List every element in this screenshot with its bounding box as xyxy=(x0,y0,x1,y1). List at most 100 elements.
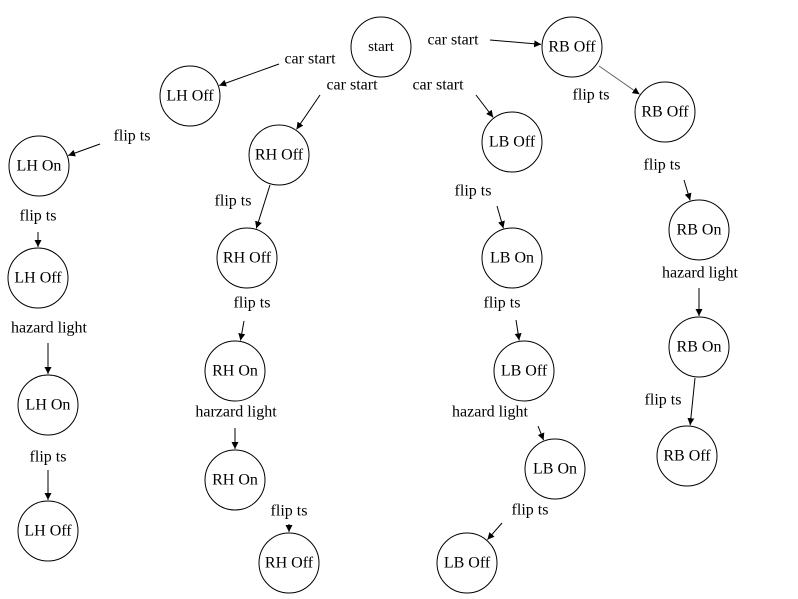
edge-arrow xyxy=(537,425,545,441)
state-label: LH Off xyxy=(24,523,72,540)
edge-start-to-rh_off_1 xyxy=(296,94,321,130)
edge-label-lb_on_2-to-lb_off_3: flip ts xyxy=(512,502,549,519)
state-node-start: start xyxy=(350,16,412,78)
edge-lb_on_1-to-lb_off_2 xyxy=(514,319,522,341)
state-label: LB Off xyxy=(489,134,536,151)
state-label: LH Off xyxy=(166,88,214,105)
state-circle xyxy=(668,316,730,378)
state-label: LH On xyxy=(17,158,62,175)
state-label: RB Off xyxy=(663,448,711,465)
state-circle xyxy=(350,16,412,78)
edge-arrow xyxy=(683,179,692,201)
edge-label-start-to-rh_off_1: car start xyxy=(326,77,378,94)
state-node-rh-on-1: RH On xyxy=(204,340,266,402)
edge-label-rh_off_2-to-rh_on_1: flip ts xyxy=(234,295,271,312)
state-node-rh-on-2: RH On xyxy=(204,449,266,511)
edges xyxy=(34,39,703,540)
edge-arrow xyxy=(255,184,271,229)
state-node-lb-on-2: LB On xyxy=(524,438,586,500)
state-circle xyxy=(258,532,320,594)
state-circle xyxy=(436,532,498,594)
state-node-rb-off-1: RB Off xyxy=(541,16,603,78)
state-circle xyxy=(524,438,586,500)
state-circle xyxy=(159,65,221,127)
edge-label-lb_off_2-to-lb_on_2: hazard light xyxy=(452,404,529,421)
state-label: LH Off xyxy=(14,270,62,287)
state-circle xyxy=(204,340,266,402)
state-node-rb-off-2: RB Off xyxy=(634,81,696,143)
state-circle xyxy=(656,425,718,487)
state-node-rh-off-2: RH Off xyxy=(216,227,278,289)
state-label: LH On xyxy=(26,397,71,414)
state-node-lh-off-3: LH Off xyxy=(17,500,79,562)
edge-arrow xyxy=(496,205,505,229)
edge-arrow xyxy=(598,65,640,95)
state-label: LB On xyxy=(490,250,534,267)
edge-label-start-to-lh_off_1: car start xyxy=(284,51,336,68)
edge-rb_off_2-to-rb_on_1 xyxy=(683,179,692,201)
state-label: LB Off xyxy=(501,363,548,380)
edge-label-lh_on_2-to-lh_off_3: flip ts xyxy=(30,449,67,466)
edge-arrow xyxy=(687,377,696,426)
state-label: RH On xyxy=(212,363,258,380)
edge-label-lh_off_2-to-lh_on_2: hazard light xyxy=(11,320,88,337)
state-node-lb-on-1: LB On xyxy=(481,227,543,289)
state-label: LB Off xyxy=(444,555,491,572)
edge-start-to-rb_off_1 xyxy=(489,39,542,48)
edge-label-rb_on_1-to-rb_on_2: hazard light xyxy=(662,265,739,282)
state-node-lh-on-2: LH On xyxy=(17,374,79,436)
state-circle xyxy=(668,199,730,261)
state-label: RH Off xyxy=(255,147,304,164)
state-node-lb-off-2: LB Off xyxy=(493,340,555,402)
edge-arrow xyxy=(67,143,101,157)
edge-label-lh_on_1-to-lh_off_2: flip ts xyxy=(20,208,57,225)
edge-label-rb_off_2-to-rb_on_1: flip ts xyxy=(644,157,681,174)
state-label: RB On xyxy=(677,222,722,239)
state-node-rb-on-2: RB On xyxy=(668,316,730,378)
edge-arrow xyxy=(296,94,321,130)
state-node-lh-on-1: LH On xyxy=(8,135,70,197)
edge-labels: car start flip ts flip ts hazard light flip … xyxy=(11,32,739,520)
state-circle xyxy=(204,449,266,511)
edge-label-start-to-lb_off_1: car start xyxy=(412,77,464,94)
edge-start-to-lb_off_1 xyxy=(475,94,494,118)
state-label: RB On xyxy=(677,339,722,356)
state-node-rb-off-3: RB Off xyxy=(656,425,718,487)
edge-arrow xyxy=(238,320,246,341)
edge-rh_off_2-to-rh_on_1 xyxy=(238,320,246,341)
state-label: RH On xyxy=(212,472,258,489)
state-circle xyxy=(541,16,603,78)
state-node-lb-off-3: LB Off xyxy=(436,532,498,594)
edge-rh_off_1-to-rh_off_2 xyxy=(255,184,271,229)
edge-start-to-lh_off_1 xyxy=(219,63,280,87)
state-node-lh-off-2: LH Off xyxy=(7,247,69,309)
edge-lh_off_1-to-lh_on_1 xyxy=(67,143,101,157)
edge-label-lb_off_1-to-lb_on_1: flip ts xyxy=(455,183,492,200)
state-node-rh-off-3: RH Off xyxy=(258,532,320,594)
edge-label-rb_off_1-to-rb_off_2: flip ts xyxy=(573,87,610,104)
state-circle xyxy=(481,227,543,289)
state-circle xyxy=(17,500,79,562)
state-label: start xyxy=(368,39,395,55)
edge-rb_off_1-to-rb_off_2 xyxy=(598,65,640,95)
state-circle xyxy=(481,111,543,173)
state-circle xyxy=(8,135,70,197)
state-circle xyxy=(493,340,555,402)
edge-lb_off_2-to-lb_on_2 xyxy=(537,425,545,441)
state-label: RB Off xyxy=(641,104,689,121)
edge-label-lh_off_1-to-lh_on_1: flip ts xyxy=(114,128,151,145)
edge-arrow xyxy=(487,522,503,540)
state-node-rb-on-1: RB On xyxy=(668,199,730,261)
state-circle xyxy=(248,124,310,186)
edge-arrow xyxy=(219,63,280,87)
edge-label-start-to-rb_off_1: car start xyxy=(427,32,479,49)
edge-arrow xyxy=(489,39,542,48)
state-node-rh-off-1: RH Off xyxy=(248,124,310,186)
edge-arrow xyxy=(475,94,494,118)
state-circle xyxy=(17,374,79,436)
state-label: LB On xyxy=(533,461,577,478)
edge-label-rh_on_2-to-rh_off_3: flip ts xyxy=(271,503,308,520)
